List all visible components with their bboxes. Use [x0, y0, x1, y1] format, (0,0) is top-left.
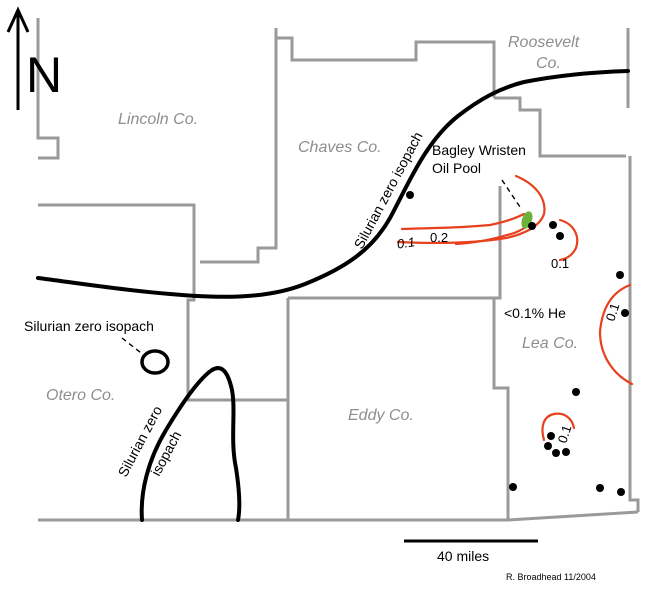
map-labels: Silurian zero isopach Silurian zero isop…	[24, 129, 566, 479]
contour-labels: 0.2 0.1 0.1 0.1 0.1	[396, 230, 623, 445]
contour-02-upper	[400, 212, 526, 231]
north-arrow-letter: N	[26, 47, 62, 103]
boundary-chaves-lea	[492, 186, 510, 520]
pool-label-line1: Bagley Wristen	[432, 142, 526, 158]
scale-bar-label: 40 miles	[437, 548, 489, 564]
helium-contours	[396, 174, 634, 442]
well-point	[528, 222, 536, 230]
well-point	[509, 483, 517, 491]
contour-label-01-west: 0.1	[396, 234, 416, 251]
boundary-chaves-north	[274, 30, 496, 98]
pool-label-line2: Oil Pool	[432, 160, 481, 176]
contour-01-lea-east	[598, 283, 634, 386]
boundary-otero-east	[186, 262, 288, 402]
isopach-closure	[140, 349, 170, 375]
helium-label: <0.1% He	[504, 305, 566, 321]
county-roosevelt-suffix: Co.	[536, 55, 561, 72]
boundary-south-state	[38, 510, 639, 522]
isopach-line-north	[36, 69, 630, 299]
county-roosevelt-name: Roosevelt	[508, 34, 580, 51]
isopach-lines	[36, 69, 630, 522]
well-point	[547, 432, 555, 440]
county-lincoln: Lincoln Co.	[118, 111, 198, 128]
county-otero: Otero Co.	[46, 387, 115, 404]
county-chaves: Chaves Co.	[298, 139, 382, 156]
pool-leader	[501, 179, 523, 211]
north-arrow-head-icon	[6, 6, 30, 33]
map-credit: R. Broadhead 11/2004	[506, 572, 596, 582]
well-point	[549, 221, 557, 229]
well-point	[556, 232, 564, 240]
north-arrow: N	[6, 6, 62, 110]
contour-label-01-east: 0.1	[551, 256, 569, 271]
boundary-lea-east	[628, 156, 640, 512]
well-point	[572, 388, 580, 396]
boundary-lincoln-west	[36, 18, 60, 160]
boundary-lincoln-otero-north	[38, 203, 196, 262]
scale-bar: 40 miles	[404, 539, 538, 564]
county-lea: Lea Co.	[522, 335, 578, 352]
boundary-roosevelt-chaves	[494, 96, 626, 158]
well-points	[406, 191, 629, 496]
well-point	[562, 448, 570, 456]
contour-label-01-lea-east: 0.1	[603, 301, 623, 323]
well-point	[552, 449, 560, 457]
county-eddy: Eddy Co.	[348, 407, 414, 424]
well-point	[616, 271, 624, 279]
well-point	[621, 309, 629, 317]
well-point	[596, 484, 604, 492]
contour-01-lea-south	[541, 412, 576, 442]
contour-01-west	[396, 174, 546, 245]
contour-01-east	[558, 218, 579, 262]
well-point	[617, 488, 625, 496]
county-names: Roosevelt Co. Lincoln Co. Chaves Co. Ote…	[46, 34, 580, 424]
isopach-line-south	[139, 366, 242, 522]
isopach-west-label: Silurian zero isopach	[24, 318, 154, 334]
isopach-west-leader	[121, 337, 146, 357]
county-boundaries	[36, 18, 640, 522]
well-point	[544, 442, 552, 450]
boundary-lincoln-chaves	[200, 28, 278, 264]
contour-label-01-lea-south: 0.1	[555, 423, 575, 445]
well-point	[406, 191, 414, 199]
contour-label-02: 0.2	[430, 230, 448, 245]
